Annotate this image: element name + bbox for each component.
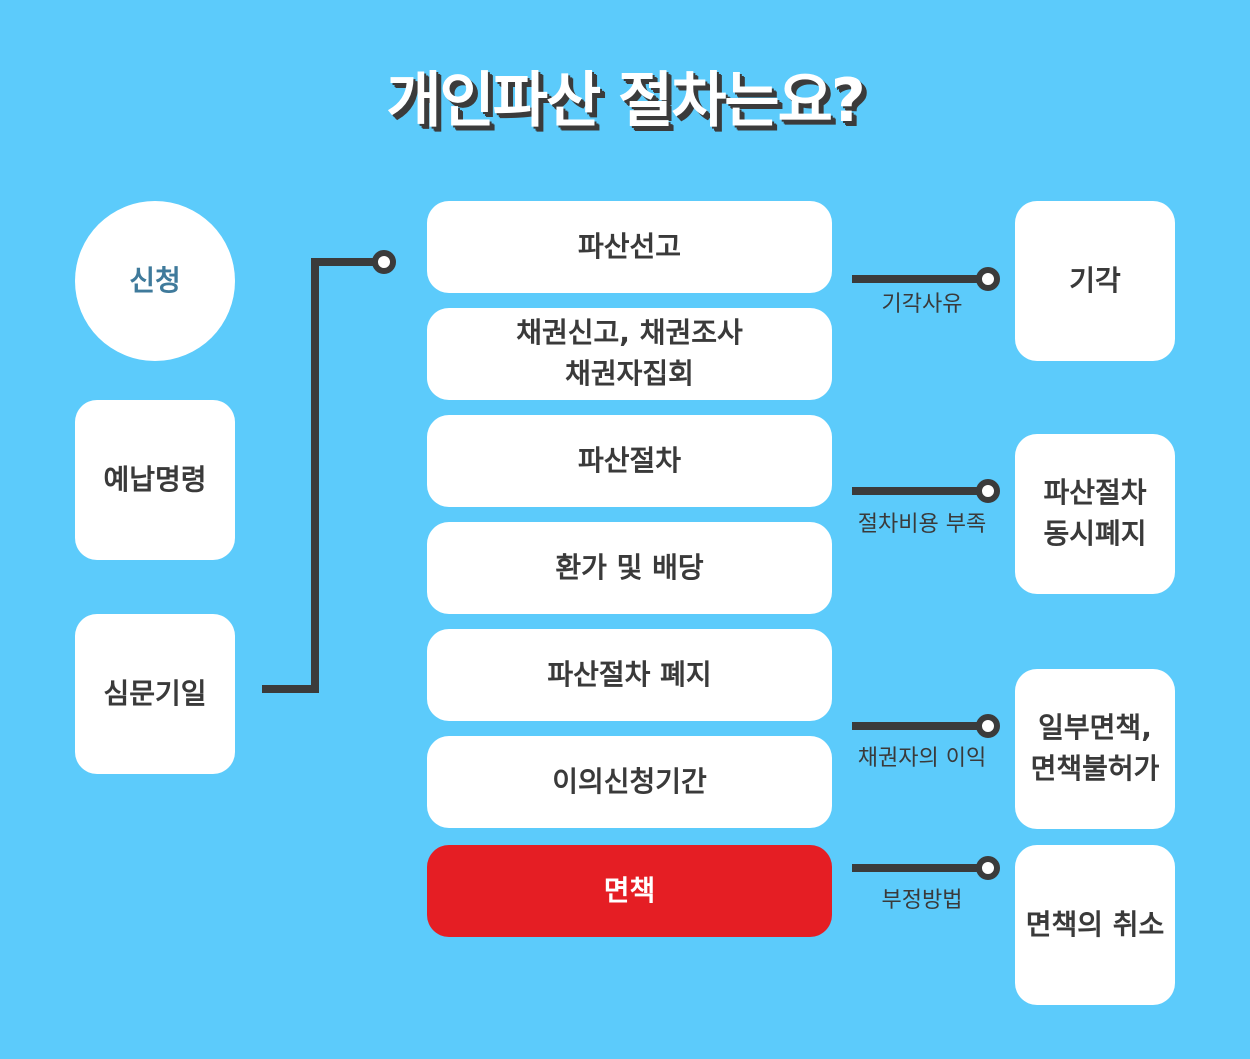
step-label: 파산절차 [577, 443, 682, 477]
outcome-label: 면책의 취소 [1025, 907, 1165, 941]
edge-label-cost-shortage: 절차비용 부족 [857, 512, 987, 537]
outcome-label: 일부면책, 면책불허가 [1030, 711, 1160, 785]
outcome-dismissal: 기각 [1015, 201, 1175, 361]
outcome-label: 파산절차 동시폐지 [1043, 476, 1147, 550]
connector-node [976, 479, 1000, 503]
outcome-simultaneous-abolition: 파산절차 동시폐지 [1015, 434, 1175, 594]
edge-label-fraud: 부정방법 [881, 888, 963, 913]
step-objection-period: 이의신청기간 [427, 736, 832, 828]
outcome-label: 기각 [1069, 263, 1121, 297]
edge-label-dismissal-reason: 기각사유 [881, 292, 963, 317]
step-label: 예납명령 [103, 462, 207, 496]
connector-node [976, 714, 1000, 738]
step-label: 심문기일 [103, 676, 207, 710]
step-hearing-date: 심문기일 [75, 614, 235, 774]
outcome-partial-discharge: 일부면책, 면책불허가 [1015, 669, 1175, 829]
step-label: 면책 [603, 873, 656, 907]
edge-label-creditor-interest: 채권자의 이익 [857, 746, 987, 771]
outcome-discharge-revocation: 면책의 취소 [1015, 845, 1175, 1005]
step-label: 이의신청기간 [552, 764, 707, 798]
step-label: 파산선고 [577, 229, 682, 263]
step-label: 파산절차 폐지 [547, 657, 712, 691]
connector-node [976, 856, 1000, 880]
step-discharge: 면책 [427, 845, 832, 937]
step-bankruptcy-declaration: 파산선고 [427, 201, 832, 293]
step-label: 채권신고, 채권조사 채권자집회 [516, 316, 743, 390]
step-bankruptcy-procedure: 파산절차 [427, 415, 832, 507]
connector-node [976, 267, 1000, 291]
step-label: 환가 및 배당 [555, 550, 704, 584]
step-liquidation-dividend: 환가 및 배당 [427, 522, 832, 614]
step-deposit-order: 예납명령 [75, 400, 235, 560]
connector-node [372, 250, 396, 274]
left-bracket-connector [262, 258, 376, 693]
step-label: 신청 [129, 263, 181, 297]
step-apply: 신청 [75, 201, 235, 361]
step-claims: 채권신고, 채권조사 채권자집회 [427, 308, 832, 400]
step-procedure-abolition: 파산절차 폐지 [427, 629, 832, 721]
page-title: 개인파산 절차는요? [386, 66, 865, 136]
